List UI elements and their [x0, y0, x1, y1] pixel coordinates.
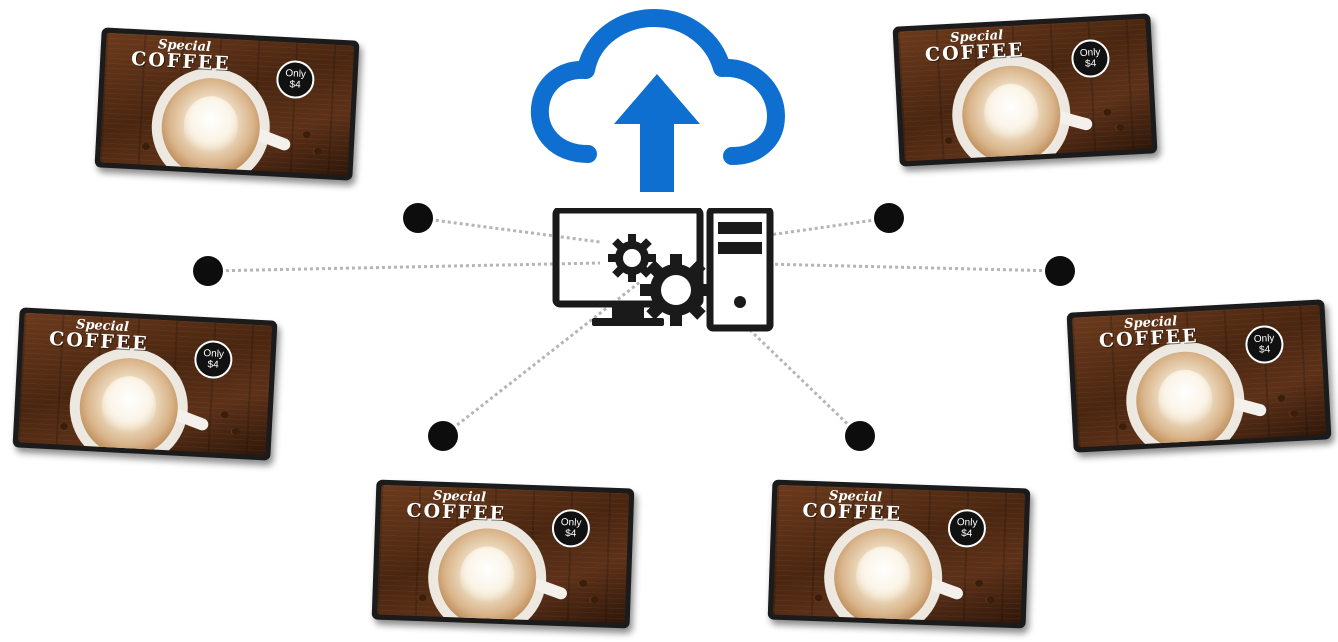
price-badge-price: $4 — [1084, 58, 1097, 70]
price-badge-price: $4 — [289, 79, 301, 91]
price-badge: Only $4 — [947, 508, 987, 549]
connector-top-left — [417, 216, 601, 244]
ad-headline: COFFEE — [48, 327, 150, 356]
coffee-bean-icon — [1114, 123, 1125, 132]
coffee-bean-icon — [219, 410, 229, 419]
coffee-bean-icon — [973, 579, 984, 587]
digital-signage-display: Special COFFEE Only $4 — [12, 307, 278, 461]
price-badge-label: Only — [1079, 47, 1101, 60]
price-badge: Only $4 — [193, 339, 234, 380]
coffee-bean-icon — [417, 594, 427, 602]
coffee-bean-icon — [943, 136, 953, 145]
computer-server-gears-icon — [552, 208, 774, 332]
price-badge-label: Only — [203, 348, 225, 361]
price-badge-price: $4 — [207, 359, 219, 371]
coffee-ad: Special COFFEE Only $4 — [99, 32, 355, 176]
coffee-bean-icon — [230, 427, 240, 436]
coffee-ad: Special COFFEE Only $4 — [376, 484, 630, 624]
digital-signage-display: Special COFFEE Only $4 — [892, 13, 1158, 167]
digital-signage-display: Special COFFEE Only $4 — [94, 27, 360, 181]
coffee-bean-icon — [312, 147, 322, 156]
coffee-bean-icon — [813, 594, 823, 602]
price-badge: Only $4 — [1244, 324, 1285, 365]
coffee-bean-icon — [58, 422, 68, 431]
coffee-bean-icon — [1288, 409, 1299, 418]
coffee-bean-icon — [985, 596, 995, 604]
cloud-upload-icon — [530, 9, 785, 192]
price-badge-label: Only — [285, 68, 307, 81]
digital-signage-display: Special COFFEE Only $4 — [767, 479, 1031, 629]
connector-left — [207, 261, 601, 273]
latte-art — [459, 545, 516, 606]
price-badge-price: $4 — [1258, 344, 1271, 356]
coffee-bean-icon — [1276, 394, 1286, 402]
ad-headline: COFFEE — [130, 47, 232, 76]
latte-art — [855, 545, 912, 606]
digital-signage-display: Special COFFEE Only $4 — [371, 479, 635, 629]
price-badge-price: $4 — [960, 528, 973, 540]
ad-headline: COFFEE — [802, 499, 903, 526]
coffee-ad: Special COFFEE Only $4 — [17, 312, 273, 456]
node-top-right — [874, 203, 904, 233]
connector-top-right — [719, 216, 890, 244]
digital-signage-display: Special COFFEE Only $4 — [1066, 299, 1332, 453]
coffee-bean-icon — [140, 142, 150, 151]
price-badge-label: Only — [1253, 333, 1275, 346]
coffee-bean-icon — [589, 596, 599, 604]
price-badge: Only $4 — [275, 59, 316, 100]
node-bottom-left — [428, 421, 458, 451]
coffee-bean-icon — [1117, 422, 1127, 431]
node-left — [193, 256, 223, 286]
price-badge: Only $4 — [551, 508, 591, 549]
price-badge-label: Only — [560, 517, 582, 529]
coffee-ad: Special COFFEE Only $4 — [772, 484, 1026, 624]
node-bottom-right — [845, 421, 875, 451]
price-badge: Only $4 — [1070, 38, 1111, 79]
coffee-bean-icon — [577, 579, 588, 587]
price-badge-label: Only — [956, 517, 978, 529]
ad-headline: COFFEE — [406, 499, 507, 526]
coffee-bean-icon — [1102, 108, 1112, 116]
coffee-ad: Special COFFEE Only $4 — [1071, 304, 1327, 448]
node-top-left — [403, 203, 433, 233]
connector-bottom-right — [698, 280, 862, 438]
coffee-bean-icon — [301, 130, 311, 139]
node-right — [1045, 256, 1075, 286]
price-badge-price: $4 — [564, 528, 577, 540]
connector-right — [719, 261, 1061, 273]
coffee-ad: Special COFFEE Only $4 — [897, 18, 1153, 162]
